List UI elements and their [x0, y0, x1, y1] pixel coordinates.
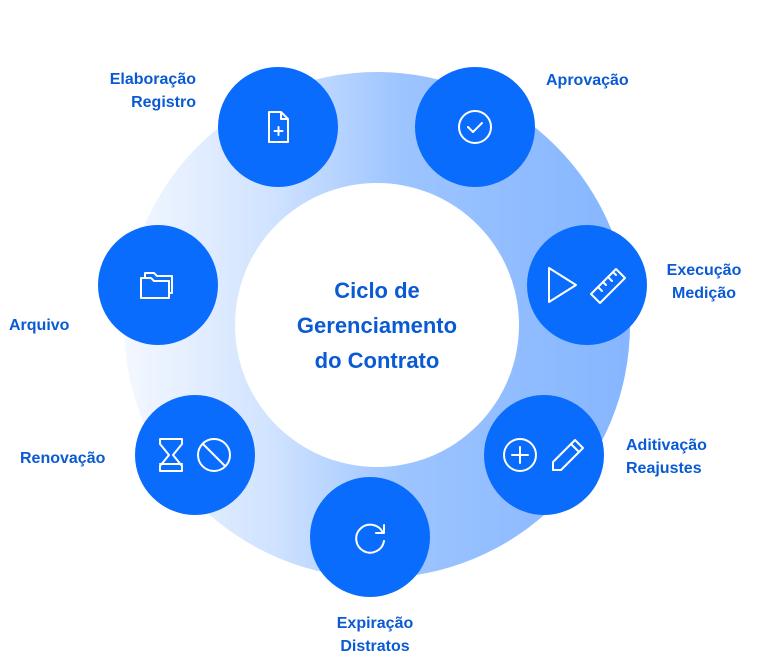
- stage-elaboracao-node[interactable]: [218, 67, 338, 187]
- refresh-icon: [355, 523, 385, 554]
- hourglass-icon: [159, 438, 183, 472]
- center-circle: Ciclo de Gerenciamento do Contrato: [235, 183, 519, 467]
- title-line: Gerenciamento: [296, 312, 458, 338]
- stage-renovacao-node[interactable]: [135, 395, 255, 515]
- check-circle-icon: [458, 110, 492, 144]
- stage-expiracao-node[interactable]: [310, 477, 430, 597]
- file-plus-icon: [268, 111, 289, 143]
- plus-circle-icon: [503, 438, 537, 472]
- label-line: Distratos: [340, 638, 410, 655]
- title-line: Ciclo de: [334, 277, 420, 303]
- stage-arquivo-label: Arquivo: [9, 314, 69, 337]
- ruler-icon: [590, 268, 626, 304]
- label-line: Expiração: [336, 615, 414, 632]
- stage-aprovacao-node[interactable]: [415, 67, 535, 187]
- stage-aditivacao-node[interactable]: [484, 395, 604, 515]
- play-icon: [548, 267, 577, 303]
- folders-icon: [140, 272, 173, 299]
- stage-execucao-node[interactable]: [527, 225, 647, 345]
- label-line: Elaboração: [109, 71, 196, 88]
- label-line: Medição: [671, 285, 736, 302]
- stage-aprovacao-label: Aprovação: [546, 69, 629, 92]
- pencil-icon: [552, 439, 584, 471]
- label-line: Renovação: [20, 450, 106, 467]
- label-line: Arquivo: [9, 317, 70, 334]
- stage-arquivo-node[interactable]: [98, 225, 218, 345]
- label-line: Registro: [131, 94, 196, 111]
- stage-renovacao-label: Renovação: [20, 447, 105, 470]
- label-line: Reajustes: [626, 460, 702, 477]
- ban-icon: [197, 438, 231, 472]
- label-line: Aditivação: [626, 437, 707, 454]
- label-line: Aprovação: [546, 72, 629, 89]
- title-line: do Contrato: [314, 347, 440, 373]
- label-line: Execução: [666, 262, 742, 279]
- center-title: Ciclo de Gerenciamento do Contrato: [277, 273, 477, 378]
